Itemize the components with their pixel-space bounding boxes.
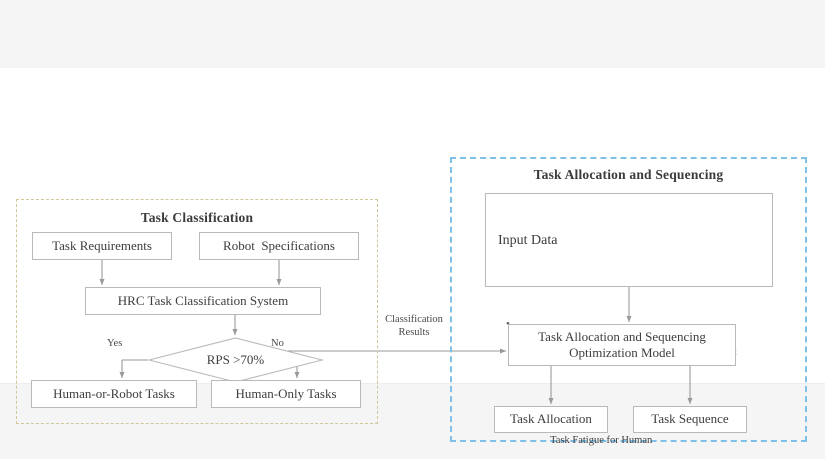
box-task-allocation-output[interactable]: Task Allocation [494,406,608,433]
decision-rps-threshold[interactable]: RPS >70% [148,337,323,383]
page-top-band [0,0,825,69]
panel-task-classification: Task Classification [16,199,378,424]
box-hrc-task-classification-system[interactable]: HRC Task Classification System [85,287,321,315]
decision-rps-label: RPS >70% [206,352,265,367]
edge-label-classification-results: Classification Results [385,314,443,339]
box-task-requirements[interactable]: Task Requirements [32,232,172,260]
box-human-only-tasks[interactable]: Human-Only Tasks [211,380,361,408]
figure-canvas: Task Classification Task Requirements Ro… [0,68,825,446]
edge-label-yes: Yes [107,338,123,349]
panel-task-allocation-and-sequencing: Task Allocation and Sequencing [450,157,807,442]
box-human-or-robot-tasks[interactable]: Human-or-Robot Tasks [31,380,197,408]
box-task-allocation-and-sequencing-optimization-model[interactable]: Task Allocation and Sequencing Optimizat… [508,324,736,366]
bullet-icon: • [506,317,510,332]
input-data-heading: Input Data [498,232,558,248]
box-robot-specifications[interactable]: Robot Specifications [199,232,359,260]
box-input-data[interactable]: Input Data • Task Processing Time for Hu… [485,193,773,446]
panel-title-task-classification: Task Classification [140,210,254,225]
box-task-sequence-output[interactable]: Task Sequence [633,406,747,433]
list-item-label: Task Fatigue for Human [550,434,653,446]
edge-label-no: No [271,338,284,349]
input-data-list: • Task Processing Time for Human and Rob… [498,286,762,459]
panel-title-task-allocation-and-sequencing: Task Allocation and Sequencing [533,167,724,182]
